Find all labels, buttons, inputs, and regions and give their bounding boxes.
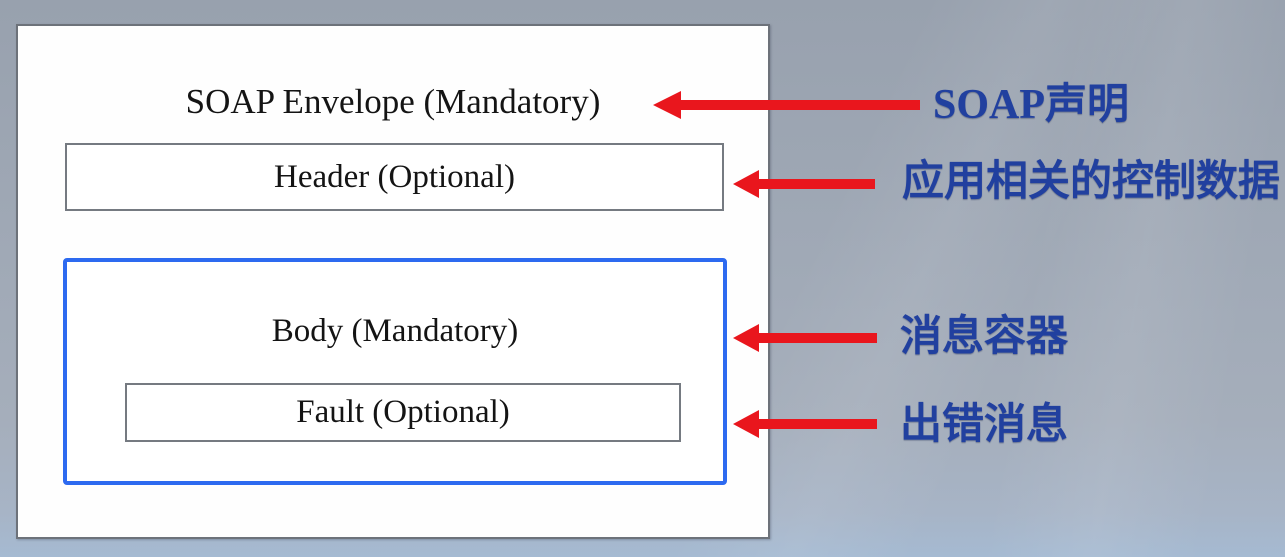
body-box: Body (Mandatory) Fault (Optional) <box>63 258 727 485</box>
body-label: Body (Mandatory) <box>271 313 519 349</box>
annotation-soap-declaration: SOAP声明 <box>933 82 1130 128</box>
annotation-app-control-data: 应用相关的控制数据 <box>902 159 1281 205</box>
annotation-error-message: 出错消息 <box>900 402 1069 448</box>
fault-left-arrow-icon <box>733 407 877 441</box>
soap-envelope-box: SOAP Envelope (Mandatory) Header (Option… <box>16 24 770 539</box>
header-left-arrow-icon <box>733 167 875 201</box>
fault-label: Fault (Optional) <box>296 394 510 430</box>
annotation-message-container: 消息容器 <box>900 314 1069 360</box>
soap-envelope-label: SOAP Envelope (Mandatory) <box>185 82 601 121</box>
envelope-left-arrow-icon <box>653 88 920 122</box>
body-left-arrow-icon <box>733 321 877 355</box>
fault-box: Fault (Optional) <box>125 383 681 442</box>
header-box: Header (Optional) <box>65 143 724 211</box>
header-label: Header (Optional) <box>274 158 515 195</box>
